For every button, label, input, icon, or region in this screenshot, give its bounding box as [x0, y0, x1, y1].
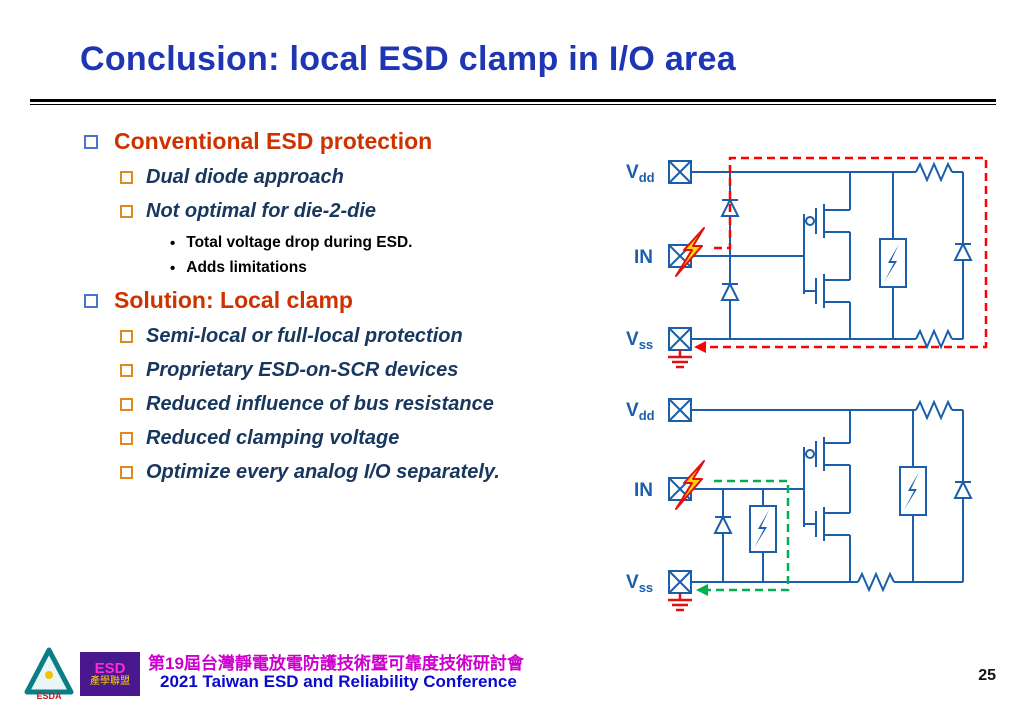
bullet-dot-icon: •: [170, 234, 176, 252]
list-item: Conventional ESD protection: [84, 128, 629, 155]
conference-title-en: 2021 Taiwan ESD and Reliability Conferen…: [160, 672, 517, 691]
lightning-icon: [675, 460, 705, 510]
bullet-text: Reduced clamping voltage: [146, 427, 400, 449]
list-item: Reduced clamping voltage: [120, 427, 629, 450]
bullet-list: Conventional ESD protection Dual diode a…: [84, 118, 629, 495]
esd-logo-title: ESD: [94, 660, 126, 677]
esd-clamp-icon: [879, 238, 907, 288]
bullet-text: Not optimal for die-2-die: [146, 200, 376, 222]
bullet-text: Optimize every analog I/O separately.: [146, 461, 500, 483]
circuit-diagram-conventional: Vdd IN Vss: [626, 156, 988, 369]
bullet-square-icon: [120, 466, 133, 479]
resistor-icon: [915, 399, 953, 421]
bullet-square-icon: [120, 398, 133, 411]
dot-icon: [45, 671, 53, 679]
in-label: IN: [634, 480, 653, 501]
bullet-text: Proprietary ESD-on-SCR devices: [146, 359, 459, 381]
circuit-diagram-local-clamp: Vdd IN Vss: [626, 398, 973, 612]
list-item: Not optimal for die-2-die: [120, 200, 629, 223]
bullet-text: Dual diode approach: [146, 166, 344, 188]
list-item: Reduced influence of bus resistance: [120, 393, 629, 416]
vss-label: Vss: [626, 572, 653, 595]
bullet-text: Total voltage drop during ESD.: [186, 234, 413, 251]
diode-icons: [713, 479, 973, 534]
diode-icon: [953, 241, 973, 261]
pmos-bubble-icon: [805, 449, 815, 459]
list-item: • Total voltage drop during ESD.: [170, 234, 629, 252]
esd-alliance-logo: ESD 產學聯盟: [80, 652, 140, 696]
bullet-square-icon: [120, 330, 133, 343]
circuit-wires: [691, 161, 971, 350]
ground-icon: [668, 593, 692, 612]
bullet-dot-icon: •: [170, 259, 176, 277]
clamp-lightning-icon: [904, 472, 919, 510]
net-labels: Vdd IN Vss: [626, 400, 655, 595]
diode-icons: [720, 197, 973, 301]
bullet-square-icon: [120, 432, 133, 445]
bullet-text: Solution: Local clamp: [114, 287, 353, 313]
esd-current-path-green: [708, 479, 790, 592]
bullet-square-icon: [120, 364, 133, 377]
bullet-square-icon: [120, 171, 133, 184]
list-item: Semi-local or full-local protection: [120, 325, 629, 348]
bullet-text: Conventional ESD protection: [114, 128, 433, 154]
lightning-icon: [675, 227, 705, 277]
vdd-label: Vdd: [626, 400, 655, 423]
pmos-bubble-icon: [805, 216, 815, 226]
inverter-icon: [815, 172, 851, 339]
circuit-wires: [691, 399, 971, 593]
conference-title-zh: 第19屆台灣靜電放電防護技術暨可靠度技術研討會: [148, 654, 524, 673]
list-item: Proprietary ESD-on-SCR devices: [120, 359, 629, 382]
esd-logo-subtitle: 產學聯盟: [90, 676, 130, 687]
page-title: Conclusion: local ESD clamp in I/O area: [80, 40, 736, 78]
arrowhead-icon: [696, 584, 708, 596]
list-item: Optimize every analog I/O separately.: [120, 461, 629, 484]
bullet-square-icon: [84, 293, 98, 308]
arrowhead-icon: [694, 341, 706, 353]
resistor-icon: [915, 328, 953, 350]
bullet-text: Reduced influence of bus resistance: [146, 393, 494, 415]
diode-icon: [953, 479, 973, 499]
in-label: IN: [634, 247, 653, 268]
esda-logo: ESDA: [24, 647, 74, 700]
bullet-text: Adds limitations: [186, 259, 307, 276]
net-labels: Vdd IN Vss: [626, 162, 655, 352]
diode-icon: [713, 514, 733, 534]
resistor-icon: [915, 161, 953, 183]
ground-icon: [668, 350, 692, 369]
vdd-label: Vdd: [626, 162, 655, 185]
bullet-square-icon: [84, 134, 98, 149]
clamp-lightning-icon: [754, 510, 769, 548]
clamp-lightning-icon: [884, 244, 899, 282]
bullet-square-icon: [120, 205, 133, 218]
list-item: Dual diode approach: [120, 166, 629, 189]
vss-label: Vss: [626, 329, 653, 352]
list-item: Solution: Local clamp: [84, 287, 629, 314]
list-item: • Adds limitations: [170, 259, 629, 277]
inverter-icon: [815, 410, 851, 582]
esda-logo-text: ESDA: [36, 691, 62, 700]
bullet-text: Semi-local or full-local protection: [146, 325, 463, 347]
esd-current-path-red: [706, 156, 988, 349]
page-number: 25: [978, 667, 996, 684]
title-divider: [30, 99, 996, 105]
resistor-icon: [857, 571, 895, 593]
diode-icon: [720, 281, 740, 301]
